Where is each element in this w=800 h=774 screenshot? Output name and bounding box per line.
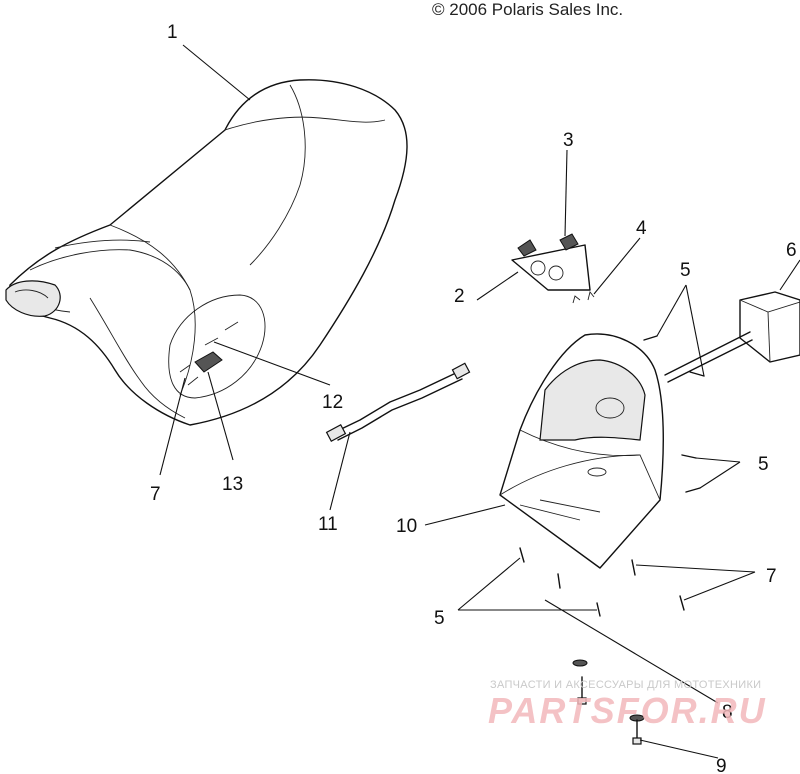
- callout-9: 9: [716, 756, 727, 774]
- callout-7-tray: 7: [766, 566, 777, 587]
- callout-7-seat: 7: [150, 484, 161, 505]
- callout-labels: 1 2 3 4 5 5 5 6 7 7 8 9 10 11 12 13: [150, 22, 797, 774]
- fasteners-group: [519, 335, 705, 745]
- callout-13: 13: [222, 474, 243, 495]
- copyright-notice: © 2006 Polaris Sales Inc.: [432, 0, 624, 19]
- cable-part: [325, 362, 471, 442]
- callout-1: 1: [167, 22, 178, 43]
- watermark-caption: ЗАПЧАСТИ И АКСЕССУАРЫ ДЛЯ МОТОТЕХНИКИ: [490, 679, 762, 691]
- leader-lines: [159, 44, 800, 759]
- watermark-brand: PARTSFOR.RU: [488, 690, 767, 731]
- tray-part: [499, 333, 664, 569]
- storage-box-part: [664, 291, 800, 383]
- callout-4: 4: [636, 218, 647, 239]
- callout-3: 3: [563, 130, 574, 151]
- mounting-plate-part: [511, 233, 595, 304]
- callout-8: 8: [722, 702, 733, 723]
- seat-part: [5, 79, 408, 426]
- callout-6: 6: [786, 240, 797, 261]
- callout-11: 11: [318, 514, 338, 535]
- callout-5-right: 5: [758, 454, 769, 475]
- callout-2: 2: [454, 286, 465, 307]
- callout-10: 10: [396, 516, 417, 537]
- callout-5-lower: 5: [434, 608, 445, 629]
- callout-12: 12: [322, 392, 343, 413]
- callout-5-upper: 5: [680, 260, 691, 281]
